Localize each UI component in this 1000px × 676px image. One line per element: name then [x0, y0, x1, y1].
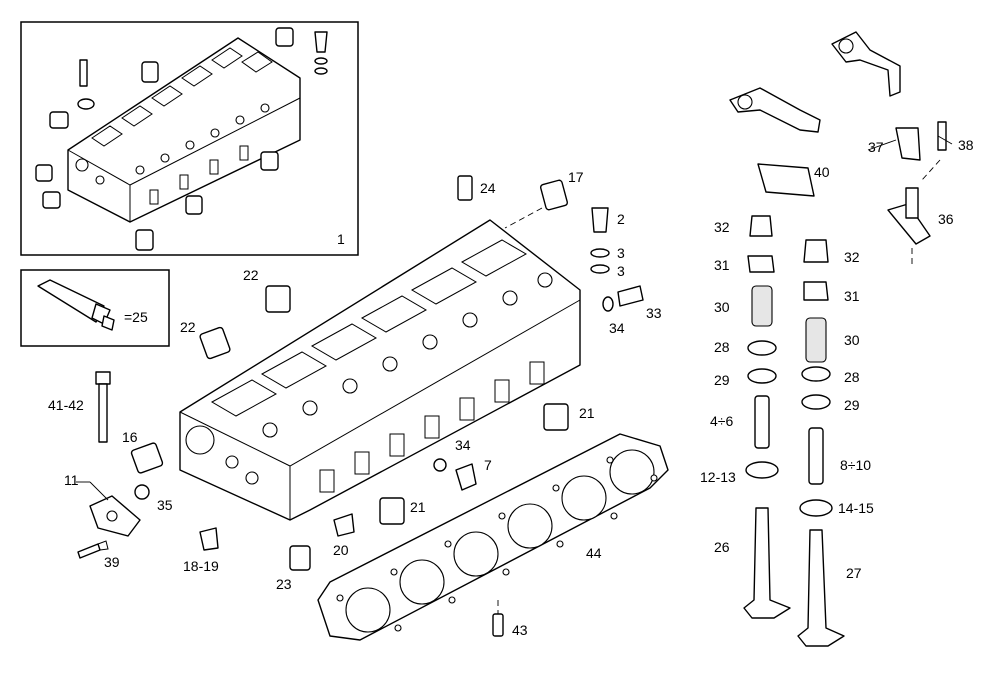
callout-32a: 32 — [714, 219, 730, 235]
callout-33: 33 — [646, 305, 662, 321]
callout-26: 26 — [714, 539, 730, 555]
callout-22b: 22 — [180, 319, 196, 335]
callout-8-10: 8÷10 — [840, 457, 871, 473]
callout-4-6: 4÷6 — [710, 413, 733, 429]
callout-37: 37 — [868, 139, 884, 155]
inset-small-parts — [35, 27, 328, 251]
inset-cylinder-head-assembly: 1 — [20, 21, 359, 256]
callout-23: 23 — [276, 576, 292, 592]
callout-2: 2 — [617, 211, 625, 227]
callout-12-13: 12-13 — [700, 469, 736, 485]
loose-parts — [77, 175, 644, 637]
callout-31a: 31 — [714, 257, 730, 273]
callout-40: 40 — [814, 164, 830, 180]
callout-25: =25 — [124, 309, 148, 325]
callout-30b: 30 — [844, 332, 860, 348]
callout-38: 38 — [958, 137, 974, 153]
callout-34a: 34 — [609, 320, 625, 336]
callout-1: 1 — [337, 231, 345, 247]
cylinder-head-main — [179, 219, 581, 521]
callout-18-19: 18-19 — [183, 558, 219, 574]
callout-28b: 28 — [844, 369, 860, 385]
callout-39: 39 — [104, 554, 120, 570]
callout-27: 27 — [846, 565, 862, 581]
callout-34b: 34 — [455, 437, 471, 453]
callout-22a: 22 — [243, 267, 259, 283]
callout-32b: 32 — [844, 249, 860, 265]
callout-35: 35 — [157, 497, 173, 513]
callouts: 2 3 3 4÷6 7 8÷10 11 12-13 14-15 16 17 18… — [48, 137, 974, 638]
callout-29b: 29 — [844, 397, 860, 413]
callout-20: 20 — [333, 542, 349, 558]
callout-36: 36 — [938, 211, 954, 227]
callout-24: 24 — [480, 180, 496, 196]
callout-43: 43 — [512, 622, 528, 638]
callout-30a: 30 — [714, 299, 730, 315]
head-gasket — [317, 433, 669, 641]
inset-sealant: =25 — [20, 269, 170, 347]
callout-44: 44 — [586, 545, 602, 561]
callout-14-15: 14-15 — [838, 500, 874, 516]
callout-16: 16 — [122, 429, 138, 445]
callout-3a: 3 — [617, 245, 625, 261]
callout-21b: 21 — [410, 499, 426, 515]
callout-11: 11 — [64, 472, 79, 488]
sealant-tube-icon — [37, 279, 115, 331]
valve-train — [729, 31, 947, 647]
callout-41-42: 41-42 — [48, 397, 84, 413]
callout-31b: 31 — [844, 288, 860, 304]
inset-cylinder-head-drawing — [67, 37, 301, 223]
callout-21a: 21 — [579, 405, 595, 421]
callout-3b: 3 — [617, 263, 625, 279]
callout-28a: 28 — [714, 339, 730, 355]
leader-lines — [76, 135, 953, 501]
callout-17: 17 — [568, 169, 584, 185]
callout-29a: 29 — [714, 372, 730, 388]
callout-7: 7 — [484, 457, 492, 473]
